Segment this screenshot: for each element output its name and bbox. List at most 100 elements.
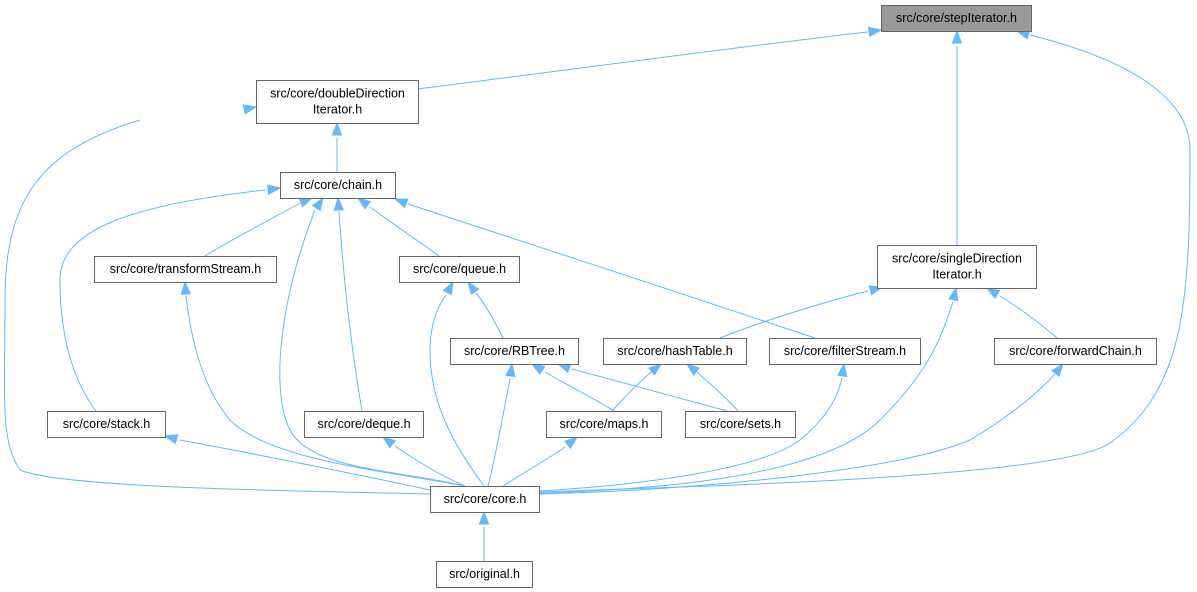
edge-line — [696, 371, 739, 412]
arrowhead — [442, 280, 454, 296]
node-box — [877, 245, 1037, 289]
node-deque[interactable]: src/core/deque.h — [304, 411, 424, 438]
edge-line — [538, 373, 1056, 495]
node-maps[interactable]: src/core/maps.h — [546, 411, 662, 438]
node-hashTable[interactable]: src/core/hashTable.h — [603, 338, 747, 365]
edge-hashTable-to-singleDirection — [719, 285, 884, 339]
arrowhead — [381, 436, 397, 449]
edge-original-to-core — [478, 510, 490, 562]
arrowhead — [1051, 362, 1064, 378]
edge-core-to-queue — [429, 280, 485, 487]
edge-doubleDirection-to-stepIterator — [417, 26, 883, 90]
edge-line — [394, 445, 466, 487]
node-queue[interactable]: src/core/queue.h — [399, 256, 520, 283]
edge-stack-to-chain — [59, 184, 282, 412]
edges-layer — [3, 26, 1191, 562]
edge-line — [417, 31, 869, 90]
arrowhead — [311, 196, 324, 212]
node-label: src/core/deque.h — [317, 417, 410, 431]
edge-core-to-chain — [279, 196, 466, 487]
edge-sets-to-rbtree — [556, 363, 728, 412]
edge-sets-to-hashTable — [685, 363, 739, 412]
edge-core-to-stack — [163, 434, 431, 491]
arrowhead — [948, 286, 959, 302]
edge-line — [719, 290, 869, 339]
node-stepIterator[interactable]: src/core/stepIterator.h — [881, 5, 1032, 32]
node-core[interactable]: src/core/core.h — [430, 486, 540, 513]
edge-line — [429, 294, 485, 487]
node-box — [47, 411, 166, 438]
edge-core-to-transformStream — [180, 280, 466, 487]
arrowhead — [556, 363, 572, 374]
edge-core-to-rbtree — [487, 362, 516, 487]
node-box — [94, 256, 277, 283]
node-box — [256, 80, 419, 124]
node-label: Iterator.h — [313, 103, 362, 117]
arrowhead — [837, 362, 848, 378]
node-box — [450, 338, 579, 365]
edge-deque-to-chain — [333, 196, 363, 412]
edge-line — [279, 209, 466, 487]
edge-transformStream-to-chain — [204, 197, 314, 257]
edge-line — [338, 211, 363, 412]
node-box — [399, 256, 520, 283]
edge-line — [204, 202, 301, 257]
edge-forwardChain-to-singleDirection — [985, 287, 1058, 339]
arrowhead — [356, 197, 372, 210]
node-original[interactable]: src/original.h — [436, 561, 533, 588]
edge-core-to-forwardChain — [538, 362, 1064, 495]
edge-rbtree-to-queue — [467, 280, 504, 339]
node-chain[interactable]: src/core/chain.h — [280, 172, 396, 199]
node-box — [769, 338, 921, 365]
node-box — [994, 338, 1157, 365]
edge-chain-to-doubleDirection — [331, 121, 343, 173]
node-box — [430, 486, 540, 513]
arrowhead — [867, 26, 883, 38]
arrowhead — [951, 29, 963, 44]
edge-core-to-singleDirection — [538, 286, 959, 494]
edge-line — [611, 371, 652, 412]
edge-line — [538, 301, 954, 494]
node-label: src/core/maps.h — [560, 417, 649, 431]
node-label: src/core/doubleDirection — [270, 87, 405, 101]
node-transformStream[interactable]: src/core/transformStream.h — [94, 256, 277, 283]
arrowhead — [180, 280, 192, 295]
edge-line — [369, 206, 440, 257]
edge-core-to-maps — [502, 436, 579, 487]
node-label: src/core/RBTree.h — [464, 344, 565, 358]
node-forwardChain[interactable]: src/core/forwardChain.h — [994, 338, 1157, 365]
node-box — [280, 172, 396, 199]
node-stack[interactable]: src/core/stack.h — [47, 411, 166, 438]
node-label: src/core/core.h — [444, 492, 527, 506]
arrowhead — [530, 363, 546, 375]
arrowhead — [505, 362, 516, 378]
node-box — [546, 411, 662, 438]
node-sets[interactable]: src/core/sets.h — [685, 411, 796, 438]
arrowhead — [266, 184, 282, 195]
edge-line — [538, 34, 1191, 493]
node-filterStream[interactable]: src/core/filterStream.h — [769, 338, 921, 365]
arrowhead — [985, 287, 1001, 299]
node-box — [603, 338, 747, 365]
node-label: src/core/chain.h — [294, 178, 382, 192]
edge-line — [59, 189, 266, 412]
edge-line — [538, 377, 843, 492]
node-label: src/core/hashTable.h — [617, 344, 732, 358]
arrowhead — [242, 104, 258, 115]
edge-queue-to-chain — [356, 197, 440, 257]
node-label: src/core/forwardChain.h — [1009, 344, 1142, 358]
arrowhead — [331, 121, 343, 136]
arrowhead — [564, 436, 579, 450]
edge-singleDirection-to-stepIterator — [951, 29, 963, 246]
node-label: src/core/sets.h — [700, 417, 781, 431]
arrowhead — [393, 198, 409, 209]
node-box — [436, 561, 533, 588]
edge-line — [544, 371, 615, 412]
edge-core-to-doubleDirection — [3, 104, 431, 495]
node-rbtree[interactable]: src/core/RBTree.h — [450, 338, 579, 365]
arrowhead — [478, 510, 490, 525]
node-label: src/core/filterStream.h — [784, 344, 906, 358]
